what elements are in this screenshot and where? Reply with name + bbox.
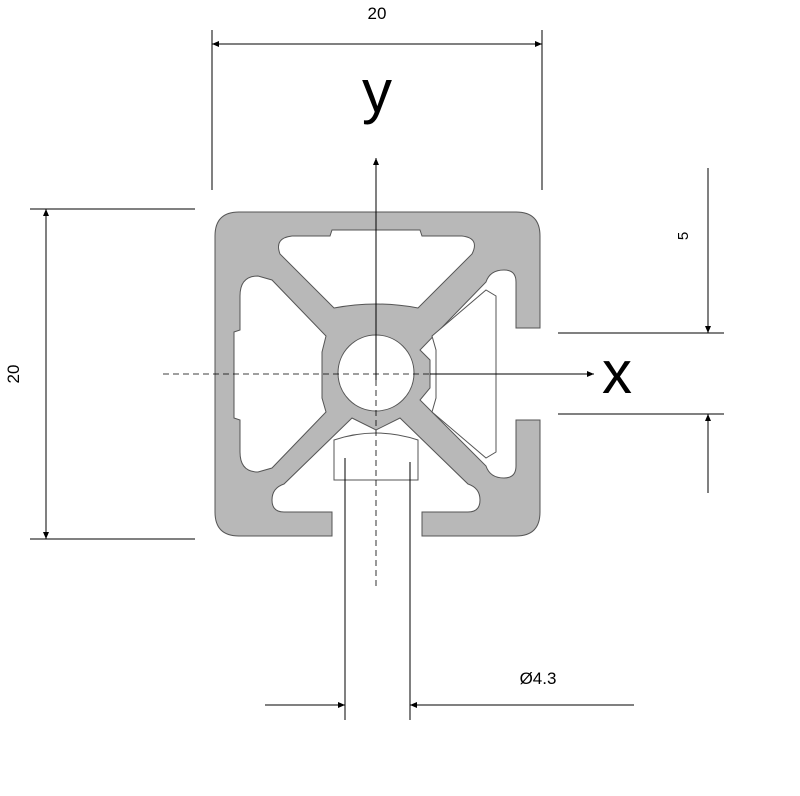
width-dimension-label: 20 xyxy=(368,4,387,23)
y-axis-label: y xyxy=(362,58,392,125)
center-lines xyxy=(163,373,430,590)
axes xyxy=(373,158,594,380)
width-dimension xyxy=(211,30,543,190)
slot-dimension-label: 5 xyxy=(675,232,692,240)
pocket-left xyxy=(233,275,327,473)
bore-diameter-label: Ø4.3 xyxy=(520,669,557,688)
slot-dimension xyxy=(558,168,724,493)
bore-dimension xyxy=(265,458,634,720)
height-dimension-label: 20 xyxy=(4,365,23,384)
x-axis-label: x xyxy=(602,339,632,406)
pocket-bottom xyxy=(333,432,419,481)
height-dimension xyxy=(30,208,195,540)
